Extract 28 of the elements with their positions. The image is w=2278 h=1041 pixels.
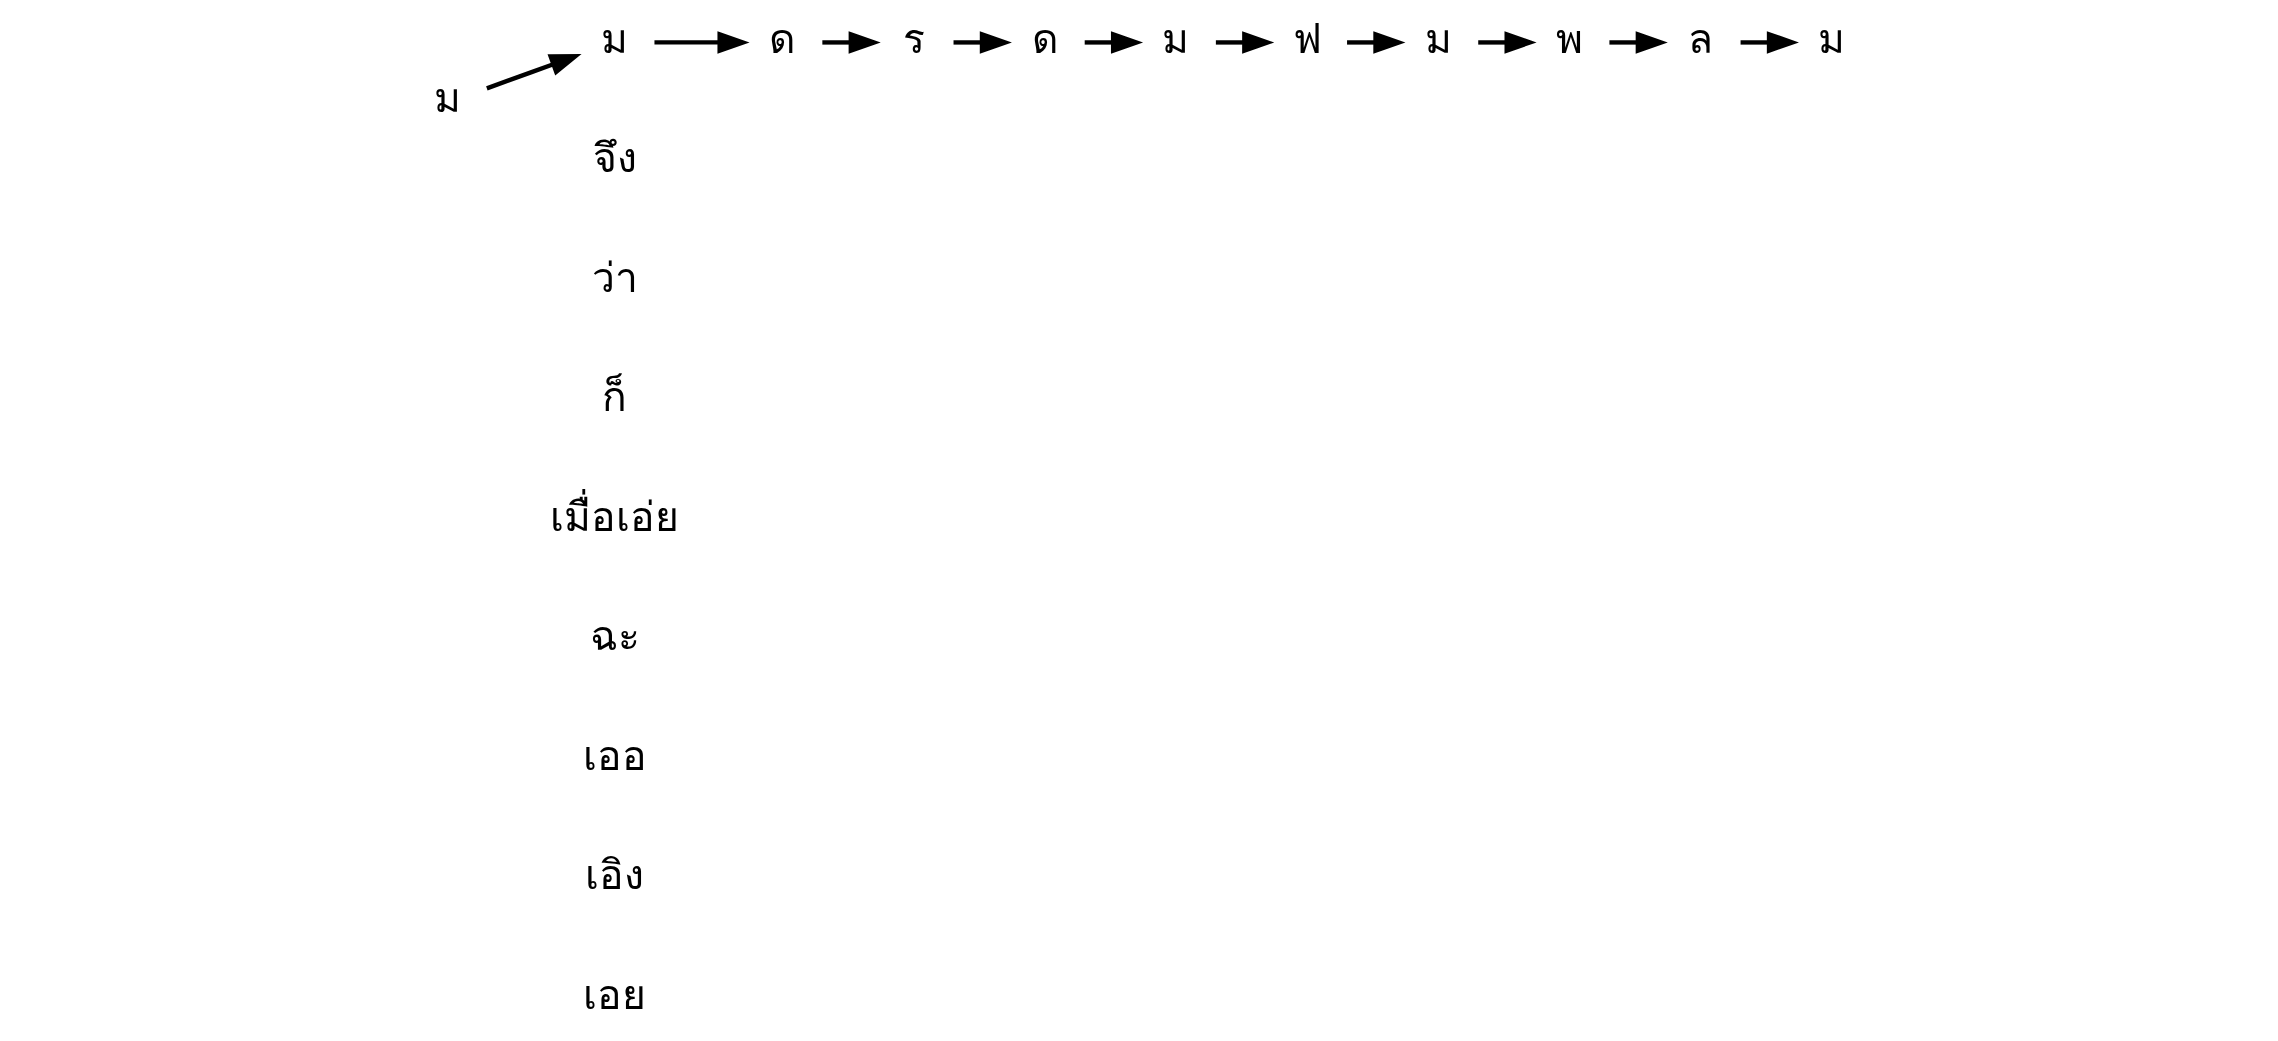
- label: จึง: [592, 134, 637, 183]
- label: เออ: [582, 731, 647, 780]
- arrow: [1084, 31, 1143, 54]
- arrow: [1608, 31, 1668, 54]
- node-text: ล: [1687, 14, 1713, 63]
- node-text: ม: [1161, 14, 1189, 63]
- node-text: ฟ: [1292, 14, 1322, 63]
- node-text: ด: [1031, 14, 1058, 63]
- node-text: ม: [433, 74, 461, 123]
- label: ว่า: [591, 253, 638, 302]
- arrow: [1477, 31, 1537, 54]
- label: ก็: [601, 373, 627, 422]
- node-text: ม: [1817, 14, 1845, 63]
- label: ฉะ: [589, 612, 640, 661]
- label: เอิง: [584, 851, 644, 900]
- node-text: ด: [768, 14, 795, 63]
- arrow: [953, 31, 1012, 54]
- arrow: [485, 53, 582, 91]
- arrow: [1740, 31, 1799, 54]
- arrow: [653, 31, 750, 54]
- node-text: ร: [902, 14, 925, 63]
- arrow: [1215, 31, 1274, 54]
- node-text: พ: [1555, 14, 1583, 63]
- arrow: [821, 31, 881, 54]
- node-text: ม: [600, 14, 628, 63]
- node-text: ม: [1424, 14, 1452, 63]
- label: เอย: [582, 970, 646, 1019]
- arrow: [1346, 31, 1405, 54]
